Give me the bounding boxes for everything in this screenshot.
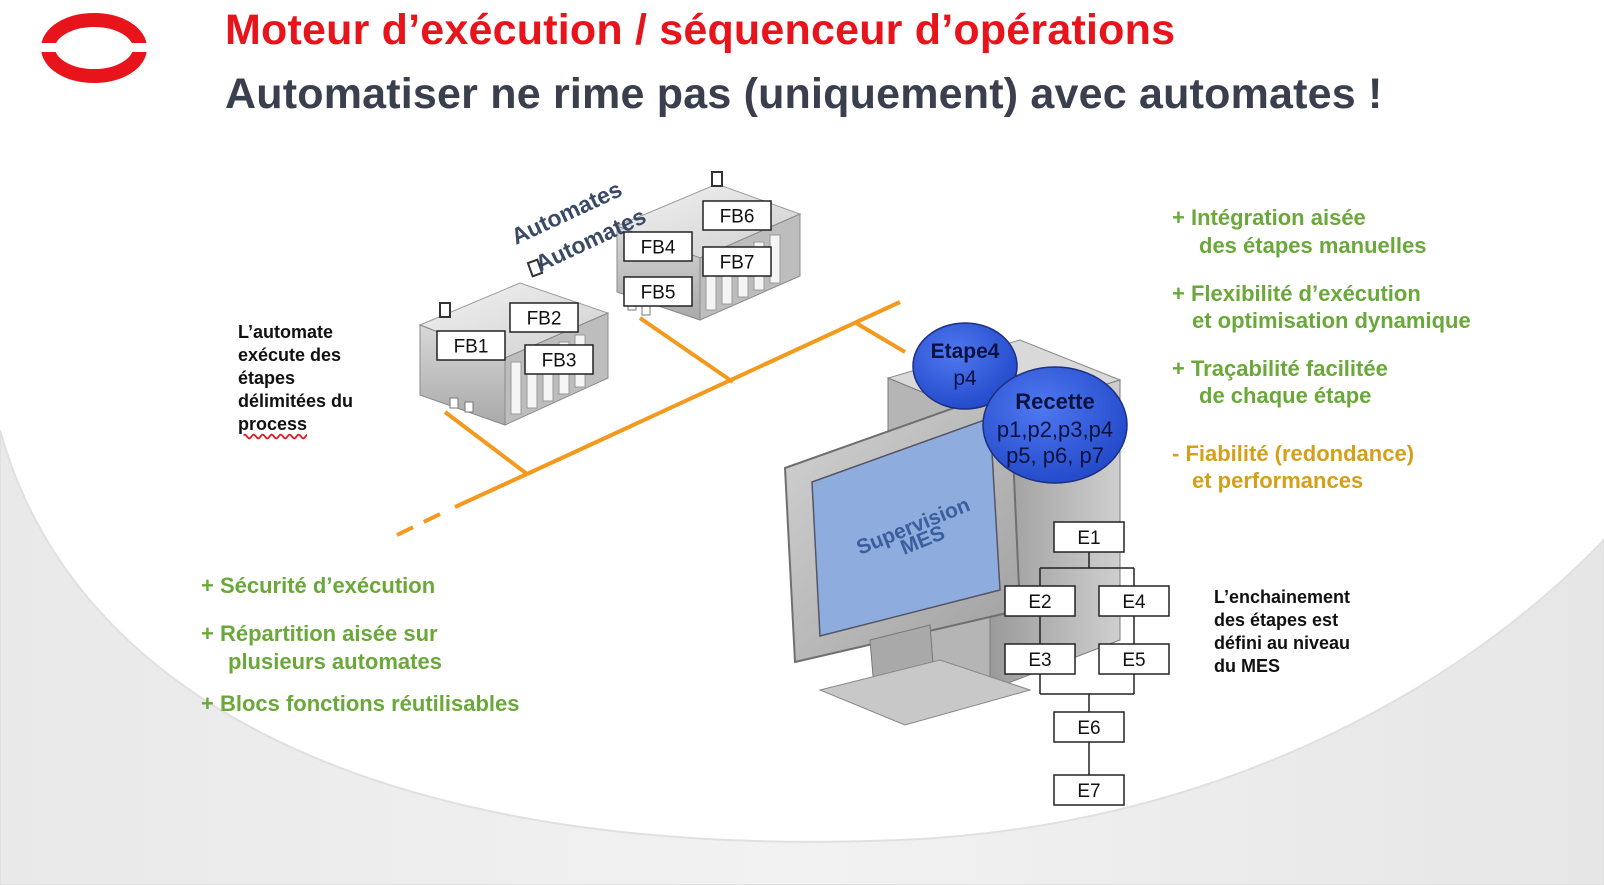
left-note-line: étapes [238, 368, 296, 388]
left-note-line: L’automate [238, 322, 334, 342]
red-ring-logo-icon [40, 13, 150, 83]
left-note-line: process [238, 414, 308, 434]
function-block-fb7-label: FB7 [720, 252, 755, 273]
step-box-e5-label: E5 [1122, 650, 1145, 671]
benefit-tracabilite: + Traçabilité facilitée [1172, 356, 1388, 381]
function-block-fb1-label: FB1 [454, 336, 489, 357]
right-note-line: L’enchainement [1214, 587, 1351, 607]
right-note-line: du MES [1214, 656, 1280, 676]
function-block-fb5-label: FB5 [641, 282, 676, 303]
function-block-fb2: FB2 [509, 302, 579, 333]
step-box-e5: E5 [1098, 643, 1170, 675]
left-note: L’automate exécute des étapes délimitées… [238, 321, 353, 436]
step-box-e1-label: E1 [1077, 528, 1100, 549]
benefit-flexibilite-line2: et optimisation dynamique [1192, 308, 1471, 333]
function-block-fb4-label: FB4 [641, 237, 676, 258]
right-note-line: défini au niveau [1214, 633, 1351, 653]
benefit-blocs: + Blocs fonctions réutilisables [201, 691, 520, 716]
caveat-fiabilite-line2: et performances [1192, 468, 1364, 493]
step-box-e7-label: E7 [1077, 781, 1100, 802]
step-box-e1: E1 [1053, 521, 1125, 553]
step-box-e7: E7 [1053, 774, 1125, 806]
step-sequence [1039, 552, 1135, 775]
benefit-repartition: + Répartition aisée sur [201, 621, 438, 646]
step-box-e6: E6 [1053, 711, 1125, 743]
function-block-fb6-label: FB6 [720, 206, 755, 227]
step-box-e4-label: E4 [1122, 592, 1146, 613]
recette-bubble-title: Recette [1015, 389, 1094, 414]
function-block-fb2-label: FB2 [527, 308, 562, 329]
etape-bubble: Etape4 p4 [912, 322, 1018, 410]
function-block-fb3: FB3 [524, 344, 594, 375]
etape-bubble-body: p4 [953, 367, 977, 390]
fieldbus-network [396, 300, 907, 537]
function-block-fb5: FB5 [623, 276, 693, 307]
step-box-e6-label: E6 [1077, 718, 1100, 739]
benefit-securite: + Sécurité d’exécution [201, 573, 436, 598]
left-note-line: délimitées du [238, 391, 354, 411]
step-box-e2: E2 [1004, 585, 1076, 617]
benefit-tracabilite-line2: de chaque étape [1199, 383, 1372, 408]
function-block-fb6: FB6 [702, 200, 772, 231]
function-block-fb7: FB7 [702, 246, 772, 277]
right-note: L’enchainement des étapes est défini au … [1214, 586, 1350, 678]
benefit-integration-line2: des étapes manuelles [1199, 233, 1427, 258]
caveat-fiabilite: - Fiabilité (redondance) [1172, 441, 1415, 466]
function-block-fb4: FB4 [623, 231, 693, 262]
step-box-e4: E4 [1098, 585, 1170, 617]
step-box-e2-label: E2 [1028, 592, 1051, 613]
benefit-integration: + Intégration aisée [1172, 205, 1366, 230]
step-box-e3: E3 [1004, 643, 1076, 675]
page-subtitle: Automatiser ne rime pas (uniquement) ave… [225, 70, 1383, 118]
recette-bubble-line1: p1,p2,p3,p4 [997, 417, 1113, 442]
recette-bubble-line2: p5, p6, p7 [1006, 443, 1104, 468]
function-block-fb1: FB1 [436, 330, 506, 361]
function-block-fb3-label: FB3 [542, 350, 577, 371]
step-box-e3-label: E3 [1028, 650, 1051, 671]
benefit-flexibilite: + Flexibilité d’exécution [1172, 281, 1421, 306]
right-note-line: des étapes est [1214, 610, 1339, 630]
page-title: Moteur d’exécution / séquenceur d’opérat… [225, 6, 1176, 54]
etape-bubble-title: Etape4 [931, 340, 1000, 363]
benefit-repartition-line2: plusieurs automates [228, 649, 442, 674]
recette-bubble: Recette p1,p2,p3,p4 p5, p6, p7 [982, 366, 1128, 484]
left-note-line: exécute des [238, 345, 342, 365]
